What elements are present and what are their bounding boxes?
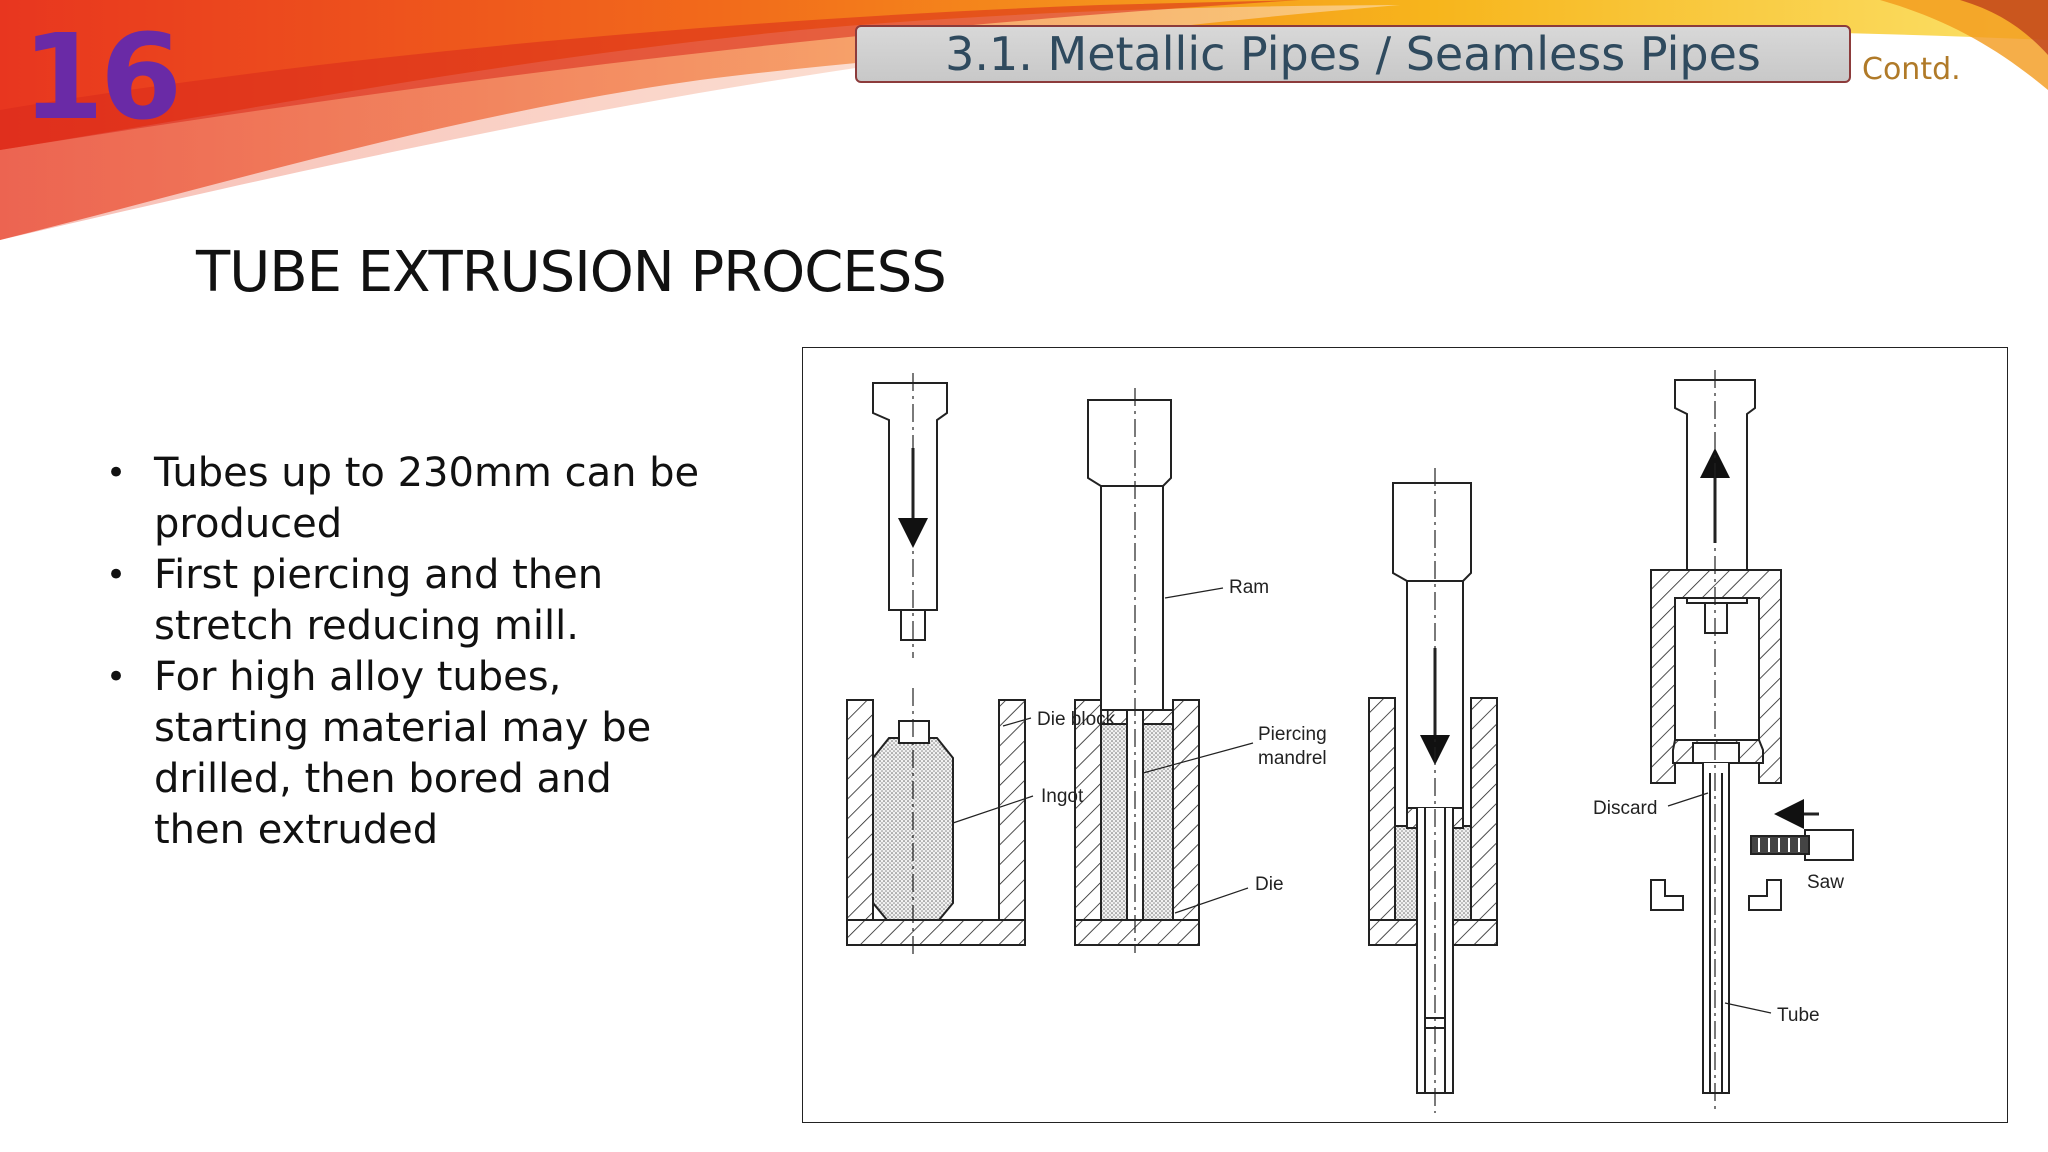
- label-discard: Discard: [1593, 798, 1657, 819]
- label-saw: Saw: [1807, 872, 1844, 893]
- contd-label: Contd.: [1862, 52, 1961, 87]
- bullet-list: • Tubes up to 230mm can be produced • Fi…: [100, 448, 700, 856]
- bullet-marker: •: [106, 453, 127, 493]
- bullet-text: First piercing and then stretch reducing…: [154, 552, 604, 649]
- stage-1-ingot-loading: [846, 373, 1026, 958]
- label-piercing: Piercing: [1258, 724, 1327, 745]
- bullet-marker: •: [106, 555, 127, 595]
- slide-heading: TUBE EXTRUSION PROCESS: [196, 240, 947, 305]
- label-ram: Ram: [1229, 577, 1269, 598]
- bullet-item: • First piercing and then stretch reduci…: [100, 550, 700, 652]
- bullet-text: Tubes up to 230mm can be produced: [154, 450, 700, 547]
- bullet-item: • For high alloy tubes, starting materia…: [100, 652, 700, 856]
- leader-lines: [952, 587, 1772, 1014]
- stage-3-extrusion: [1368, 468, 1498, 1113]
- stage-4-discard-saw: [1650, 370, 1854, 1113]
- label-mandrel: mandrel: [1258, 748, 1327, 769]
- label-tube: Tube: [1777, 1005, 1820, 1026]
- header-swoosh: [0, 0, 2048, 240]
- bullet-item: • Tubes up to 230mm can be produced: [100, 448, 700, 550]
- section-title-box: 3.1. Metallic Pipes / Seamless Pipes: [855, 25, 1851, 83]
- label-die-block: Die block: [1037, 709, 1116, 730]
- section-title: 3.1. Metallic Pipes / Seamless Pipes: [945, 27, 1761, 81]
- label-die: Die: [1255, 874, 1284, 895]
- stage-2-piercing: [1074, 388, 1200, 953]
- slide-number: 16: [22, 8, 182, 146]
- bullet-marker: •: [106, 657, 127, 697]
- label-ingot: Ingot: [1041, 786, 1084, 807]
- extrusion-diagram: Die block Ingot Ram Piercing mandrel Die…: [846, 370, 1854, 1113]
- bullet-text: For high alloy tubes, starting material …: [154, 654, 652, 853]
- extrusion-diagram-frame: Die block Ingot Ram Piercing mandrel Die…: [802, 347, 2008, 1123]
